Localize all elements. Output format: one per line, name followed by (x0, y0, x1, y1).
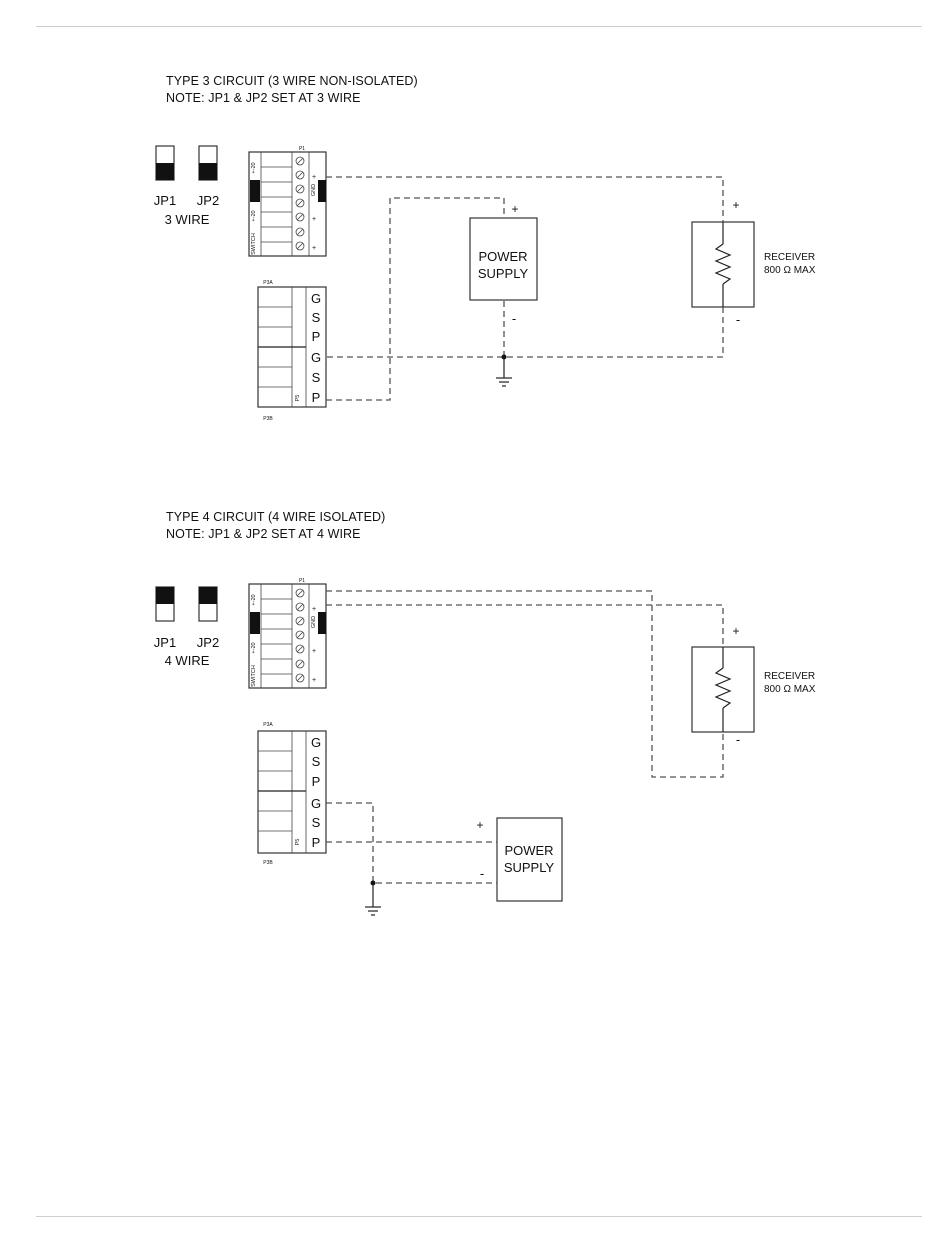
rx-plus: + (732, 198, 739, 212)
terminal-block-p3: P3A P3B P5 G S P G S P (257, 722, 327, 866)
jp1-label: JP1 (154, 635, 176, 650)
ps-plus: + (511, 202, 518, 216)
gsp-s2: S (312, 815, 321, 830)
ps-minus: - (512, 311, 516, 326)
p1-label: P1 (299, 146, 305, 152)
terminal-block-p3: P3A P3B P5 G S P G S P (257, 280, 327, 422)
power-supply-box: POWER SUPPLY + - (469, 202, 538, 326)
rx-minus: - (736, 312, 740, 327)
receiver-max: 800 Ω MAX (764, 684, 816, 695)
diagram2-heading: TYPE 4 CIRCUIT (4 WIRE ISOLATED) NOTE: J… (166, 509, 385, 543)
jp1-switch (155, 586, 175, 622)
term-plus-1: + (312, 606, 316, 613)
gsp-p1: P (312, 774, 321, 789)
jp2-label: JP2 (197, 635, 219, 650)
wiring (326, 176, 724, 401)
diagram2-note: NOTE: JP1 & JP2 SET AT 4 WIRE (166, 527, 361, 541)
ps-plus: + (476, 818, 483, 832)
jp2-switch (198, 145, 218, 181)
p5-label: P5 (295, 395, 301, 402)
gsp-p2: P (312, 390, 321, 405)
wiring (326, 590, 724, 916)
term-plus-3: + (312, 677, 316, 684)
side-label-3: SWITCH (251, 233, 257, 255)
gsp-s1: S (312, 310, 321, 325)
rx-plus: + (732, 624, 739, 638)
side-label-3: SWITCH (251, 665, 257, 687)
diagram1-note: NOTE: JP1 & JP2 SET AT 3 WIRE (166, 91, 361, 105)
gsp-g1: G (311, 735, 321, 750)
top-rule (36, 26, 922, 27)
receiver-label: RECEIVER (764, 671, 815, 682)
gnd-label: GND (311, 184, 317, 196)
power-supply-line2: SUPPLY (504, 860, 555, 875)
gsp-s2: S (312, 370, 321, 385)
term-plus-2: + (312, 216, 316, 223)
jp2-switch (198, 586, 218, 622)
side-label-2: +-20 (251, 642, 257, 653)
gsp-g1: G (311, 291, 321, 306)
receiver-max: 800 Ω MAX (764, 265, 816, 276)
p3b-label: P3B (263, 416, 273, 422)
power-supply-line1: POWER (478, 249, 527, 264)
terminal-block-p1: P1 +-20 +-20 SWITCH GND + + + (248, 146, 327, 257)
jp2-label: JP2 (197, 193, 219, 208)
jp1-label: JP1 (154, 193, 176, 208)
gsp-s1: S (312, 754, 321, 769)
gsp-p1: P (312, 329, 321, 344)
term-plus-3: + (312, 245, 316, 252)
jp1-switch (155, 145, 175, 181)
p5-label: P5 (295, 839, 301, 846)
gsp-p2: P (312, 835, 321, 850)
wire-mode-label: 3 WIRE (165, 212, 210, 227)
receiver-box: RECEIVER 800 Ω MAX + - (691, 198, 816, 327)
rx-minus: - (736, 732, 740, 747)
side-label-2: +-20 (251, 210, 257, 221)
power-supply-line1: POWER (504, 843, 553, 858)
side-label-1: +-20 (251, 594, 257, 605)
p3b-label: P3B (263, 860, 273, 866)
gsp-g2: G (311, 350, 321, 365)
power-supply-line2: SUPPLY (478, 266, 529, 281)
bottom-rule (36, 1216, 922, 1217)
diagram2-title: TYPE 4 CIRCUIT (4 WIRE ISOLATED) (166, 510, 386, 524)
receiver-label: RECEIVER (764, 252, 815, 263)
gnd-label: GND (311, 616, 317, 628)
wire-mode-label: 4 WIRE (165, 653, 210, 668)
side-label-1: +-20 (251, 162, 257, 173)
term-plus-2: + (312, 648, 316, 655)
diagram1-heading: TYPE 3 CIRCUIT (3 WIRE NON-ISOLATED) NOT… (166, 73, 418, 107)
power-supply-box: POWER SUPPLY + - (476, 817, 563, 902)
term-plus-1: + (312, 174, 316, 181)
p3a-label: P3A (263, 280, 273, 286)
p1-label: P1 (299, 578, 305, 584)
p3a-label: P3A (263, 722, 273, 728)
diagram1-title: TYPE 3 CIRCUIT (3 WIRE NON-ISOLATED) (166, 74, 418, 88)
ps-minus: - (480, 866, 484, 881)
gsp-g2: G (311, 796, 321, 811)
receiver-box: RECEIVER 800 Ω MAX + - (691, 624, 816, 747)
terminal-block-p1: P1 +-20 +-20 SWITCH GND + + + (248, 578, 327, 689)
